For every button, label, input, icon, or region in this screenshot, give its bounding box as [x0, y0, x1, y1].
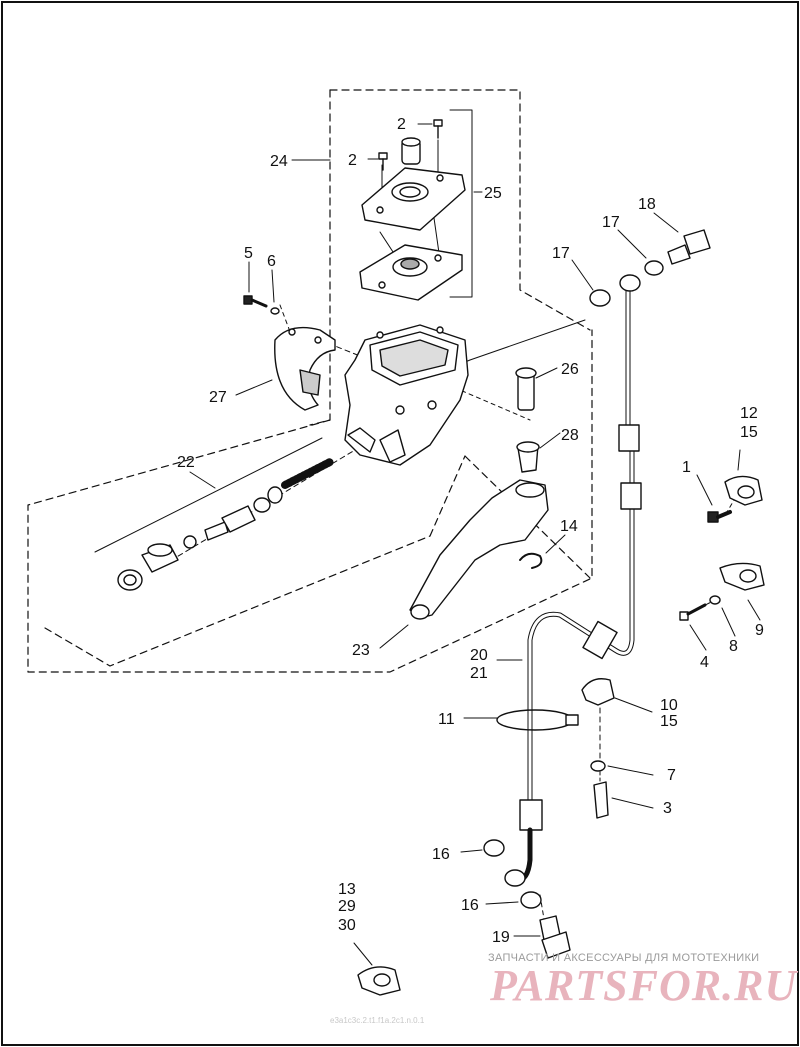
- callout-5: 5: [244, 245, 253, 262]
- callout-2-lower: 2: [348, 152, 357, 169]
- reservoir-cover: [361, 167, 466, 231]
- callout-4: 4: [700, 654, 709, 671]
- p-clamp-lower: [581, 678, 615, 819]
- clutch-hose: [504, 274, 642, 887]
- callout-26: 26: [561, 361, 579, 378]
- callout-17-right: 17: [602, 214, 620, 231]
- callout-27: 27: [209, 389, 227, 406]
- sight-glass-plug: [401, 137, 421, 165]
- p-clamp-upper: [707, 475, 763, 523]
- banjo-bolt-upper: [589, 229, 711, 307]
- callout-28: 28: [561, 427, 579, 444]
- clamp-screw: [243, 295, 280, 315]
- banjo-bolt-lower: [483, 839, 571, 959]
- callout-labels: 2 2 24 25 5 6 27 22 26 28 14 23 20 21 11…: [177, 116, 764, 946]
- pivot-bushing: [516, 441, 540, 473]
- watermark-subtitle: ЗАПЧАСТИ И АКСЕССУАРЫ ДЛЯ МОТОТЕХНИКИ: [488, 952, 760, 964]
- p-clamp-mid: [679, 562, 765, 621]
- piston-assembly: [117, 458, 334, 591]
- callout-18: 18: [638, 196, 656, 213]
- master-cylinder-body: [344, 324, 469, 466]
- callout-20: 20: [470, 647, 488, 664]
- watermark-logo: PARTSFOR.RU: [490, 961, 798, 1010]
- bracket-22: [94, 437, 323, 553]
- callout-13: 13: [338, 881, 356, 898]
- cover-screw: [378, 119, 443, 171]
- bracket-25: [449, 109, 473, 298]
- callout-14: 14: [560, 518, 578, 535]
- callout-15-lower: 15: [660, 713, 678, 730]
- callout-30: 30: [338, 917, 356, 934]
- footer-code: e3a1c3c.2.t1.f1a.2c1.n.0.1: [330, 1016, 425, 1025]
- cable-strap: [496, 709, 579, 731]
- callout-19: 19: [492, 929, 510, 946]
- callout-3: 3: [663, 800, 672, 817]
- callout-29: 29: [338, 898, 356, 915]
- callout-15-upper: 15: [740, 424, 758, 441]
- callout-leaders: [189, 123, 761, 966]
- callout-25: 25: [484, 185, 502, 202]
- reservoir-diaphragm: [359, 244, 463, 301]
- callout-6: 6: [267, 253, 276, 270]
- callout-12: 12: [740, 405, 758, 422]
- callout-1: 1: [682, 459, 691, 476]
- callout-16-lower: 16: [461, 897, 479, 914]
- handlebar-clamp: [274, 326, 336, 411]
- clutch-lever: [409, 479, 549, 620]
- retaining-ring: [519, 552, 543, 569]
- callout-22: 22: [177, 454, 195, 471]
- callout-9: 9: [755, 622, 764, 639]
- callout-17-left: 17: [552, 245, 570, 262]
- pivot-pin: [515, 367, 537, 411]
- callout-10: 10: [660, 697, 678, 714]
- callout-7: 7: [667, 767, 676, 784]
- callout-21: 21: [470, 665, 488, 682]
- callout-11: 11: [438, 711, 455, 728]
- callout-2-upper: 2: [397, 116, 406, 133]
- callout-8: 8: [729, 638, 738, 655]
- callout-24: 24: [270, 153, 288, 170]
- p-clamp-bottom: [357, 966, 401, 996]
- callout-16-upper: 16: [432, 846, 450, 863]
- callout-23: 23: [352, 642, 370, 659]
